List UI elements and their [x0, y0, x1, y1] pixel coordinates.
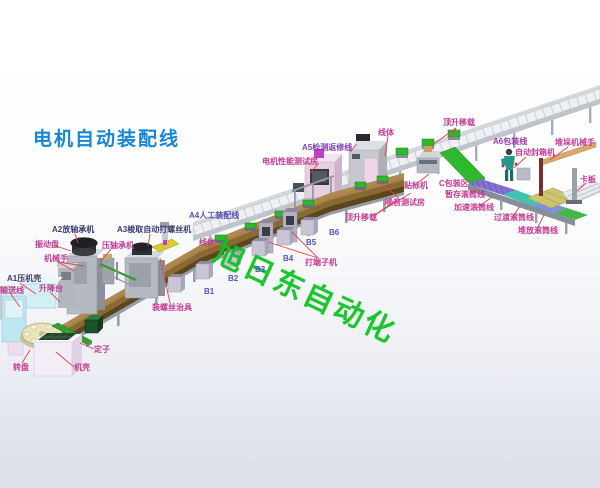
page-title: 电机自动装配线 [33, 129, 181, 150]
label-transition-roller-line: 过渡滚筒线 [494, 213, 534, 222]
line-bins [214, 175, 389, 243]
green-bin [84, 315, 103, 334]
box-sealing-machine [516, 167, 531, 181]
label-station-b6: B6 [329, 228, 340, 237]
label-a3-screw-machine: A3梭取自动打螺丝机 [117, 225, 192, 234]
label-line-body-right: 线体 [378, 128, 394, 137]
station-box [300, 217, 318, 236]
operator-figure [501, 148, 518, 181]
label-motor-test-room: 电机性能测试房 [262, 157, 318, 166]
label-stacking-roller-line: 堆放滚筒线 [518, 226, 558, 235]
label-labeling-machine: 贴标机 [404, 181, 428, 190]
station-box [223, 249, 241, 268]
label-station-b1: B1 [204, 287, 215, 296]
label-a6-packing-line: A6包装线 [493, 137, 528, 146]
label-bearing-press: 压轴承机 [102, 241, 134, 250]
label-pallet: 卡板 [580, 175, 596, 184]
cross-transfer-rails [99, 262, 137, 287]
label-lift-table: 升降台 [39, 284, 63, 293]
label-palletizing-robot: 堆垛机械手 [555, 138, 595, 147]
label-vibration-bowl: 振动盘 [35, 240, 59, 249]
label-box-sealing-machine: 自动封箱机 [515, 148, 555, 157]
label-a4-manual-line: A4人工装配线 [189, 211, 240, 220]
label-station-b5: B5 [306, 238, 317, 247]
label-robot-arm: 机械手 [44, 254, 68, 263]
label-lift-transfer-1: 顶升移载 [345, 213, 377, 222]
label-station-b2: B2 [228, 274, 239, 283]
leader-lines [9, 127, 587, 368]
truss-items [293, 129, 461, 192]
label-line-body-left: 线体 [199, 238, 215, 247]
palletizing-robot [539, 141, 597, 204]
station-box [276, 227, 294, 246]
label-a1-press-housing: A1压机壳 [7, 274, 42, 283]
label-housing: 机壳 [74, 363, 90, 372]
label-station-b3: B3 [255, 265, 266, 274]
manual-line-gantry [291, 175, 335, 214]
label-terminal-machine: 打端子机 [305, 258, 337, 267]
labeling-machine [416, 146, 445, 174]
manual-stations [167, 208, 318, 293]
label-station-b4: B4 [283, 254, 294, 263]
label-buffer-roller-line: 暂存滚筒线 [445, 190, 485, 199]
station-box [251, 238, 269, 257]
a1-press-cell [0, 263, 103, 377]
label-screw-fixture: 装螺丝治具 [152, 303, 192, 312]
station-box [167, 274, 185, 293]
label-turntable: 转盘 [13, 363, 29, 372]
label-a5-test-repair-line: A5检测返修线 [302, 143, 353, 152]
label-accel-roller-line: 加速滚筒线 [454, 203, 494, 212]
packaging-area [439, 141, 600, 234]
label-conveyor-line: 输送线 [0, 286, 24, 295]
label-a2-bearing-machine: A2放轴承机 [52, 225, 95, 234]
housing-tray [33, 333, 82, 377]
label-c-packing-zone: C包装区 [439, 179, 469, 188]
label-lift-transfer-2: 顶升移载 [443, 118, 475, 127]
label-stator: 定子 [94, 345, 110, 354]
label-noise-test-room: 噪音测试房 [385, 198, 425, 207]
station-box [195, 261, 213, 280]
